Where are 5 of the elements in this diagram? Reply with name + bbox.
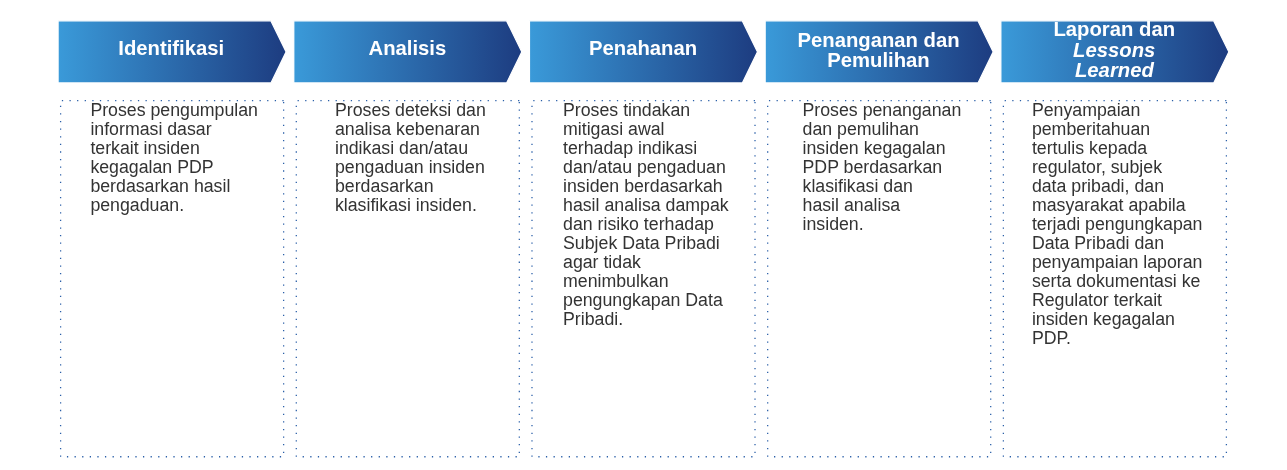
node-box: Proses pengumpulan informasi dasar terkait insiden kegagalan PDP berdasarkan hasil pengaduan.: [59, 100, 285, 458]
node-box: Proses deteksi dan analisa kebenaran indikasi dan/atau pengaduan insiden berdasarkan klasifikasi insiden.: [295, 100, 520, 458]
node-box: Penyampaian pemberitahuan tertulis kepada regulator, subjek data pribadi, dan masyarakat apabila terjadi pengungkapan Data Pribadi dan penyampaian laporan serta dokumentasi ke Regulator terkait insiden kegagalan PDP.: [1002, 100, 1228, 458]
node-box: Proses penanganan dan pemulihan insiden kegagalan PDP berdasarkan klasifikasi dan hasil analisa insiden.: [767, 100, 992, 458]
node-box: Proses tindakan mitigasi awal terhadap indikasi dan/atau pengaduan insiden berdasarkah hasil analisa dampak dan risiko terhadap Subjek Data Pribadi agar tidak menimbulkan pengungkapan Data Pribadi.: [531, 100, 756, 458]
